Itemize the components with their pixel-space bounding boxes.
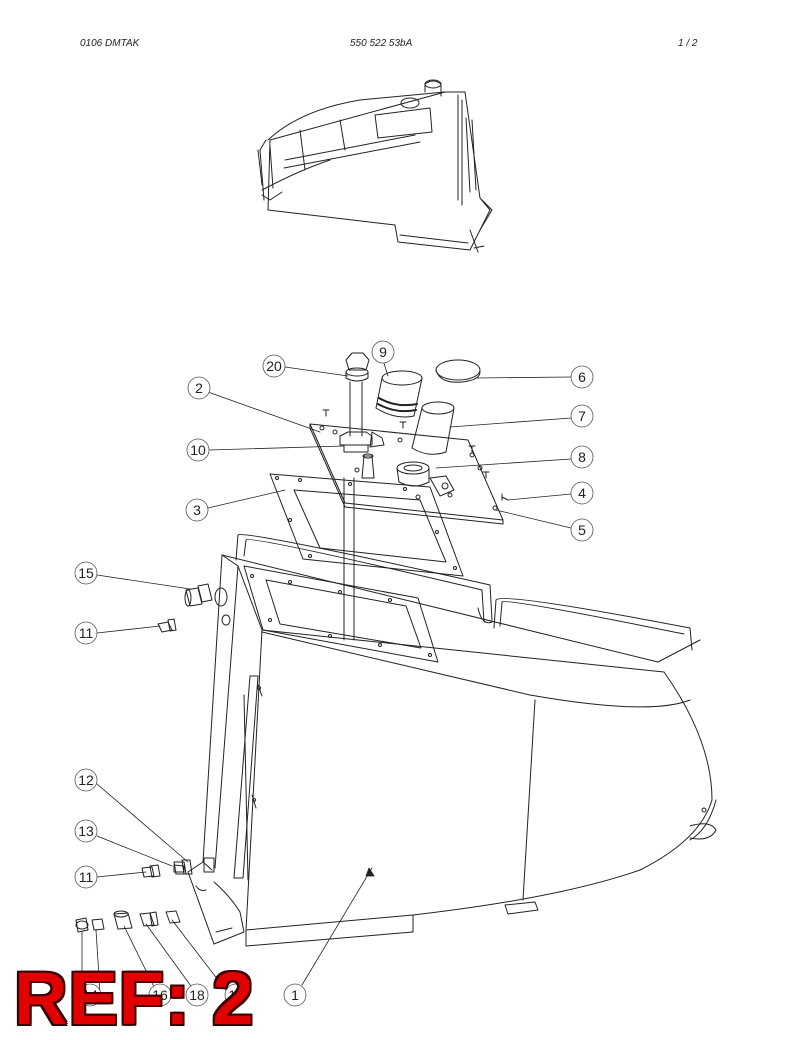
breather-filter (375, 370, 423, 418)
svg-text:4: 4 (578, 485, 586, 501)
ref-label: REF: 2 (14, 957, 255, 1040)
overview-tank-drawing (257, 79, 493, 253)
svg-text:20: 20 (266, 358, 282, 374)
svg-text:5: 5 (578, 522, 586, 538)
cover-plate (309, 409, 509, 525)
cover-cap (435, 359, 481, 383)
svg-text:14: 14 (82, 987, 98, 1003)
svg-text:7: 7 (578, 408, 586, 424)
callout-2: 2 (187, 376, 211, 400)
callout-1: 1 (283, 983, 307, 1007)
hydraulic-tank-body (173, 534, 717, 947)
part-number: 550 522 53bA (350, 38, 413, 49)
svg-text:18: 18 (189, 987, 205, 1003)
callout-20: 20 (262, 354, 286, 378)
callout-15: 15 (74, 561, 98, 585)
loose-fittings (75, 583, 213, 933)
callout-12: 12 (74, 768, 98, 792)
leader-lines (81, 359, 572, 994)
callout-7: 7 (570, 404, 594, 428)
svg-text:11: 11 (79, 869, 94, 885)
page-indicator: 1 / 2 (678, 38, 698, 49)
gasket (269, 473, 464, 577)
callout-9: 9 (371, 340, 395, 364)
callout-16: 16 (148, 983, 172, 1007)
svg-text:11: 11 (79, 625, 94, 641)
svg-text:12: 12 (78, 772, 94, 788)
filler-cap-and-tube (339, 352, 373, 453)
svg-text:9: 9 (379, 344, 387, 360)
callout-14: 14 (78, 983, 102, 1007)
callout-10: 10 (186, 438, 210, 462)
svg-text:8: 8 (578, 449, 586, 465)
filler-tube-extension (343, 477, 355, 641)
callout-13: 13 (74, 819, 98, 843)
svg-text:16: 16 (152, 987, 168, 1003)
document-code: 0106 DMTAK (80, 38, 140, 49)
svg-text:15: 15 (78, 565, 94, 581)
callout-11-upper: 11 (74, 621, 98, 645)
svg-text:19: 19 (228, 987, 244, 1003)
callout-11-lower: 11 (74, 865, 98, 889)
callout-bubbles: 20 9 6 2 7 10 8 4 3 5 15 11 12 13 11 14 … (74, 340, 594, 1007)
callout-3: 3 (185, 498, 209, 522)
svg-text:10: 10 (190, 442, 206, 458)
callout-4: 4 (570, 481, 594, 505)
svg-text:13: 13 (78, 823, 94, 839)
callout-6: 6 (570, 365, 594, 389)
callout-5: 5 (570, 518, 594, 542)
svg-text:6: 6 (578, 369, 586, 385)
callout-8: 8 (570, 445, 594, 469)
callout-18: 18 (185, 983, 209, 1007)
svg-text:3: 3 (193, 502, 201, 518)
callout-19: 19 (224, 983, 248, 1007)
svg-text:1: 1 (291, 987, 299, 1003)
svg-text:2: 2 (195, 380, 203, 396)
filter-element (411, 401, 455, 455)
